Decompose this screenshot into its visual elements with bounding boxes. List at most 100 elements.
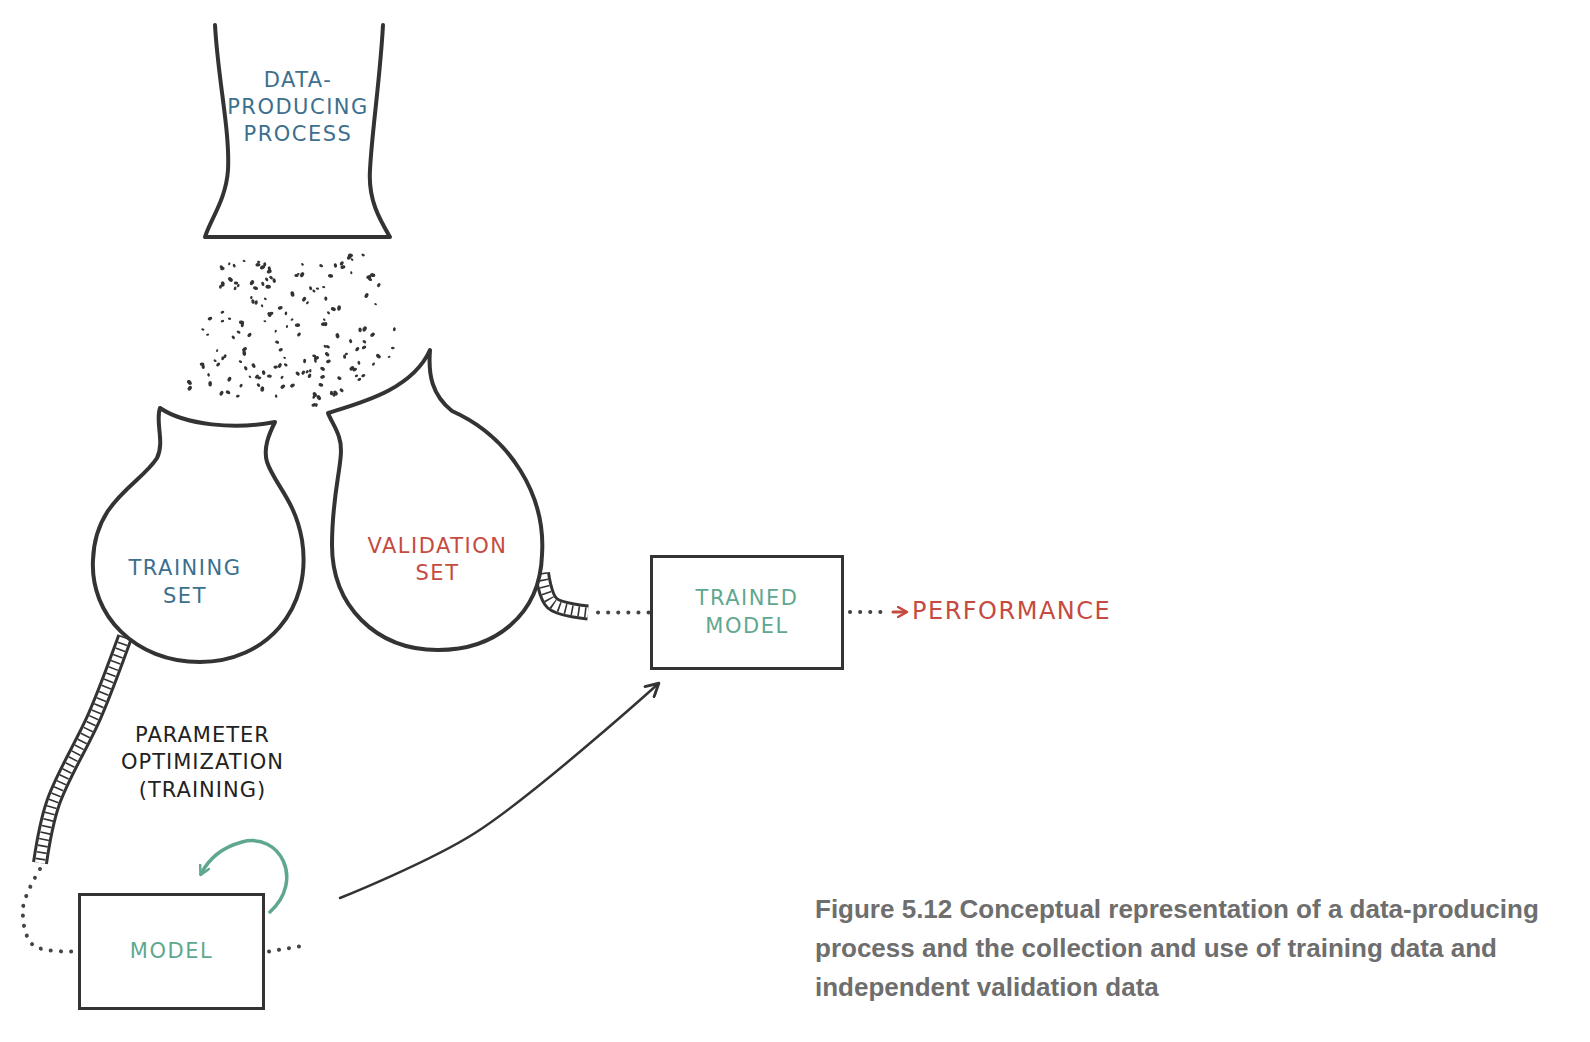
data-point (303, 359, 306, 363)
data-point (326, 359, 332, 364)
data-point (248, 375, 251, 378)
data-point (357, 377, 362, 381)
data-point (256, 383, 261, 388)
data-point (255, 263, 260, 267)
data-point (277, 305, 283, 310)
data-point (187, 385, 193, 392)
data-point (309, 369, 312, 373)
process-funnel: DATA-PRODUCING PROCESS (200, 20, 395, 245)
data-point (219, 390, 225, 396)
data-point (207, 373, 210, 377)
data-point (326, 311, 330, 315)
data-point (283, 363, 288, 367)
data-point (289, 383, 295, 389)
tube-outline (40, 637, 125, 863)
data-point (261, 370, 265, 376)
data-point (299, 271, 305, 278)
data-point (301, 296, 307, 302)
data-point (362, 326, 368, 333)
data-point (201, 328, 205, 331)
node-outline (85, 400, 310, 665)
data-point (354, 346, 360, 352)
data-point (228, 262, 231, 266)
data-point (361, 345, 366, 350)
model-box: TRAINED MODEL (650, 555, 844, 670)
data-point (221, 281, 225, 287)
node-label: TRAINED MODEL (663, 585, 831, 640)
data-point (340, 265, 346, 270)
data-point (370, 273, 376, 278)
data-point (309, 286, 313, 291)
data-point (280, 375, 284, 379)
data-point (250, 296, 253, 300)
data-point (207, 316, 213, 321)
text-box: TRAINING SET (110, 535, 260, 630)
data-point (236, 394, 241, 398)
text-box: TRAINED MODEL (653, 558, 841, 667)
data-point (322, 318, 325, 322)
data-point (361, 253, 365, 257)
tube-fill (40, 637, 125, 863)
data-point (254, 374, 259, 379)
text-box: VALIDATION SET (350, 510, 525, 610)
data-point (227, 276, 234, 283)
data-point (368, 277, 373, 281)
data-point (232, 263, 236, 268)
data-point (208, 381, 212, 386)
data-point (354, 374, 358, 378)
data-point (361, 373, 366, 377)
data-point (348, 339, 352, 344)
data-point (358, 327, 362, 332)
tube-rings (40, 637, 125, 863)
data-point (261, 304, 264, 308)
data-point (257, 261, 261, 264)
data-point (273, 365, 278, 369)
data-point (251, 363, 256, 369)
data-point (231, 335, 236, 340)
data-point (233, 286, 237, 290)
data-point (264, 277, 269, 282)
data-point (219, 264, 224, 269)
data-spray (186, 253, 396, 408)
node-outline (320, 345, 550, 655)
data-point (206, 333, 210, 336)
data-point (274, 329, 277, 333)
data-point (269, 311, 274, 315)
data-point (337, 305, 342, 311)
data-point (290, 291, 295, 297)
data-point (213, 359, 217, 363)
data-point (265, 285, 271, 289)
data-point (315, 403, 319, 407)
connector (542, 573, 650, 613)
data-point (239, 383, 243, 388)
data-point (220, 310, 224, 314)
data-point (374, 303, 377, 306)
data-point (319, 264, 324, 268)
tube-fill (542, 573, 588, 613)
data-point (274, 394, 277, 398)
data-point (221, 320, 225, 323)
data-point (267, 374, 272, 378)
data-point (278, 348, 283, 352)
data-point (319, 366, 325, 372)
data-point (328, 274, 334, 278)
connector (269, 684, 658, 952)
data-point (290, 318, 294, 321)
data-point (305, 369, 309, 373)
data-point (294, 274, 298, 277)
data-point (260, 386, 265, 392)
data-point (335, 333, 340, 339)
data-point (324, 296, 327, 301)
node-label: DATA-PRODUCING PROCESS (223, 67, 373, 149)
data-point (241, 346, 247, 352)
data-point (344, 352, 348, 355)
data-bag: VALIDATION SET (320, 345, 550, 655)
data-point (346, 254, 352, 260)
data-point (188, 380, 191, 384)
data-point (332, 390, 338, 397)
model-box: MODEL (78, 893, 265, 1010)
data-point (275, 340, 280, 344)
data-point (263, 320, 266, 322)
data-point (316, 394, 322, 401)
data-point (240, 322, 244, 327)
